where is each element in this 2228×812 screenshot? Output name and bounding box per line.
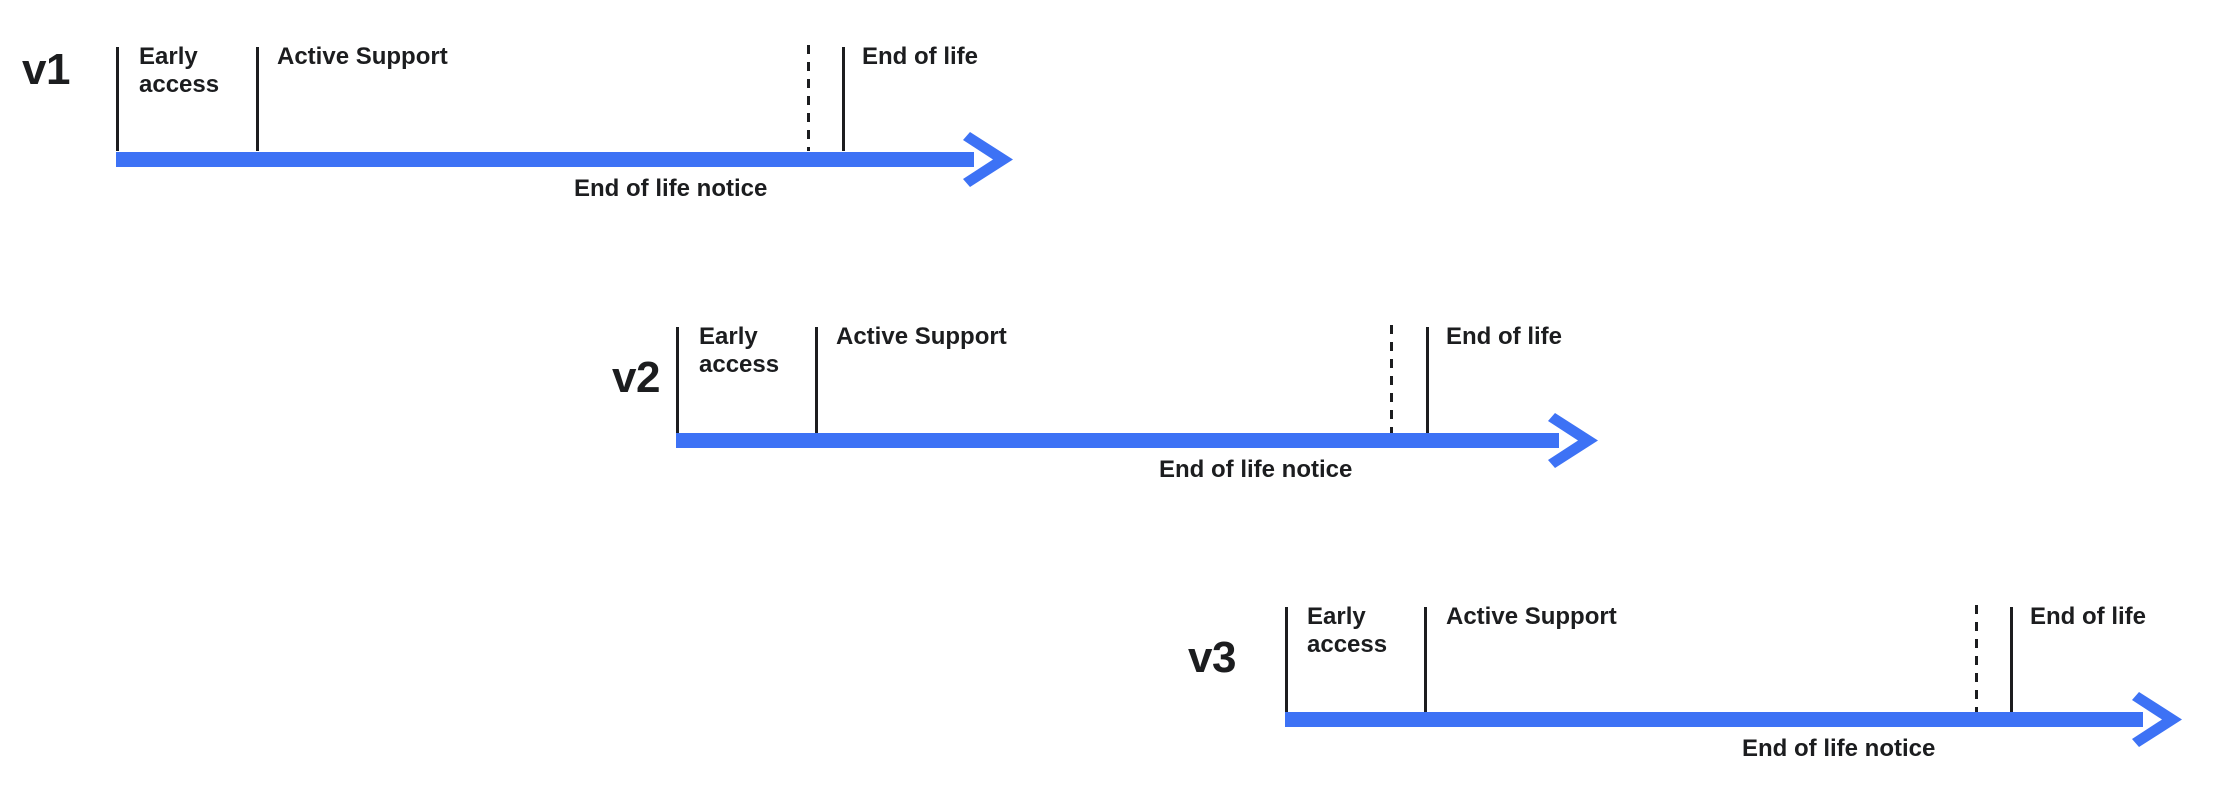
marker-early-access-start-v3 — [1285, 607, 1288, 713]
version-label-v3: v3 — [1188, 633, 1236, 682]
phase-label-active-support-v2: Active Support — [836, 323, 1007, 350]
timeline-row-v2: v2 Early access Active Support End of li… — [0, 280, 1650, 510]
marker-early-access-start-v2 — [676, 327, 679, 433]
phase-label-active-support-v1: Active Support — [277, 43, 448, 70]
marker-end-of-life-start-v3 — [2010, 607, 2013, 713]
lifecycle-arrow-shaft-v2 — [676, 433, 1559, 448]
marker-active-support-start-v2 — [815, 327, 818, 433]
marker-end-of-life-notice-v2 — [1390, 325, 1393, 433]
marker-end-of-life-start-v1 — [842, 47, 845, 151]
timeline-row-v3: v3 Early access Active Support End of li… — [0, 560, 2228, 810]
arrow-caption-v2: End of life notice — [1159, 456, 1353, 483]
timeline-row-v1: v1 Early access Active Support End of li… — [0, 0, 1050, 210]
version-label-v1: v1 — [22, 45, 70, 94]
phase-label-end-of-life-v3: End of life — [2030, 603, 2146, 630]
lifecycle-arrow-shaft-v1 — [116, 152, 974, 167]
phase-label-early-access-v1: Early access — [139, 43, 220, 98]
marker-active-support-start-v1 — [256, 47, 259, 151]
marker-end-of-life-notice-v1 — [807, 45, 810, 151]
lifecycle-arrow-shaft-v3 — [1285, 712, 2143, 727]
arrow-caption-v3: End of life notice — [1742, 735, 1936, 762]
marker-end-of-life-start-v2 — [1426, 327, 1429, 433]
phase-label-early-access-v2: Early access — [699, 323, 780, 378]
arrow-caption-v1: End of life notice — [574, 175, 768, 202]
marker-active-support-start-v3 — [1424, 607, 1427, 713]
phase-label-active-support-v3: Active Support — [1446, 603, 1617, 630]
phase-label-end-of-life-v1: End of life — [862, 43, 978, 70]
phase-label-end-of-life-v2: End of life — [1446, 323, 1562, 350]
phase-label-early-access-v3: Early access — [1307, 603, 1388, 658]
version-label-v2: v2 — [612, 353, 660, 402]
marker-end-of-life-notice-v3 — [1975, 605, 1978, 713]
marker-early-access-start-v1 — [116, 47, 119, 151]
